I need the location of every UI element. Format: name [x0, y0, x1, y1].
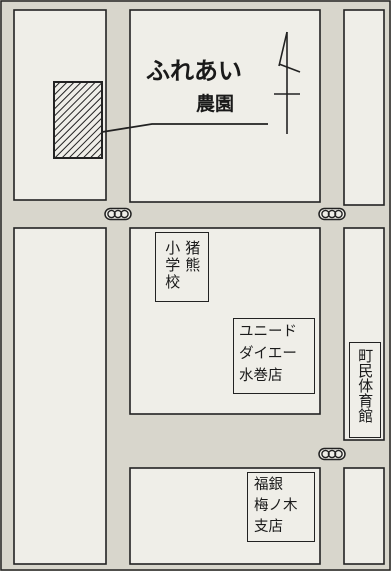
gym-name: 町民体育館	[356, 348, 375, 423]
store-name-line3: 水巻店	[239, 368, 283, 384]
traffic-signal-icon	[104, 207, 132, 221]
bank-name-line3: 支店	[254, 519, 283, 535]
gym-label-box	[349, 342, 381, 438]
bank-name-line1: 福銀	[254, 477, 283, 493]
school-name-left: 小学校	[163, 240, 182, 291]
school-name-right: 猪熊	[183, 240, 202, 274]
north-arrow-icon	[274, 31, 301, 134]
traffic-signal-icon	[318, 207, 346, 221]
farm-plot	[53, 81, 103, 159]
traffic-signal-icon	[318, 447, 346, 461]
store-name-line1: ユニード	[239, 324, 297, 340]
block-top-right	[343, 9, 385, 206]
farm-name-line1: ふれあい	[146, 57, 242, 85]
block-bottom-left	[13, 227, 107, 565]
store-label-box	[233, 318, 315, 394]
farm-leader-line	[101, 123, 268, 133]
store-name-line2: ダイエー	[239, 346, 297, 362]
block-bottom-right	[343, 467, 385, 565]
bank-name-line2: 梅ノ木	[254, 498, 298, 514]
school-label-box	[155, 232, 209, 302]
bank-label-box	[247, 472, 315, 542]
farm-name-line2: 農園	[196, 93, 235, 115]
block-top-center	[129, 9, 321, 203]
